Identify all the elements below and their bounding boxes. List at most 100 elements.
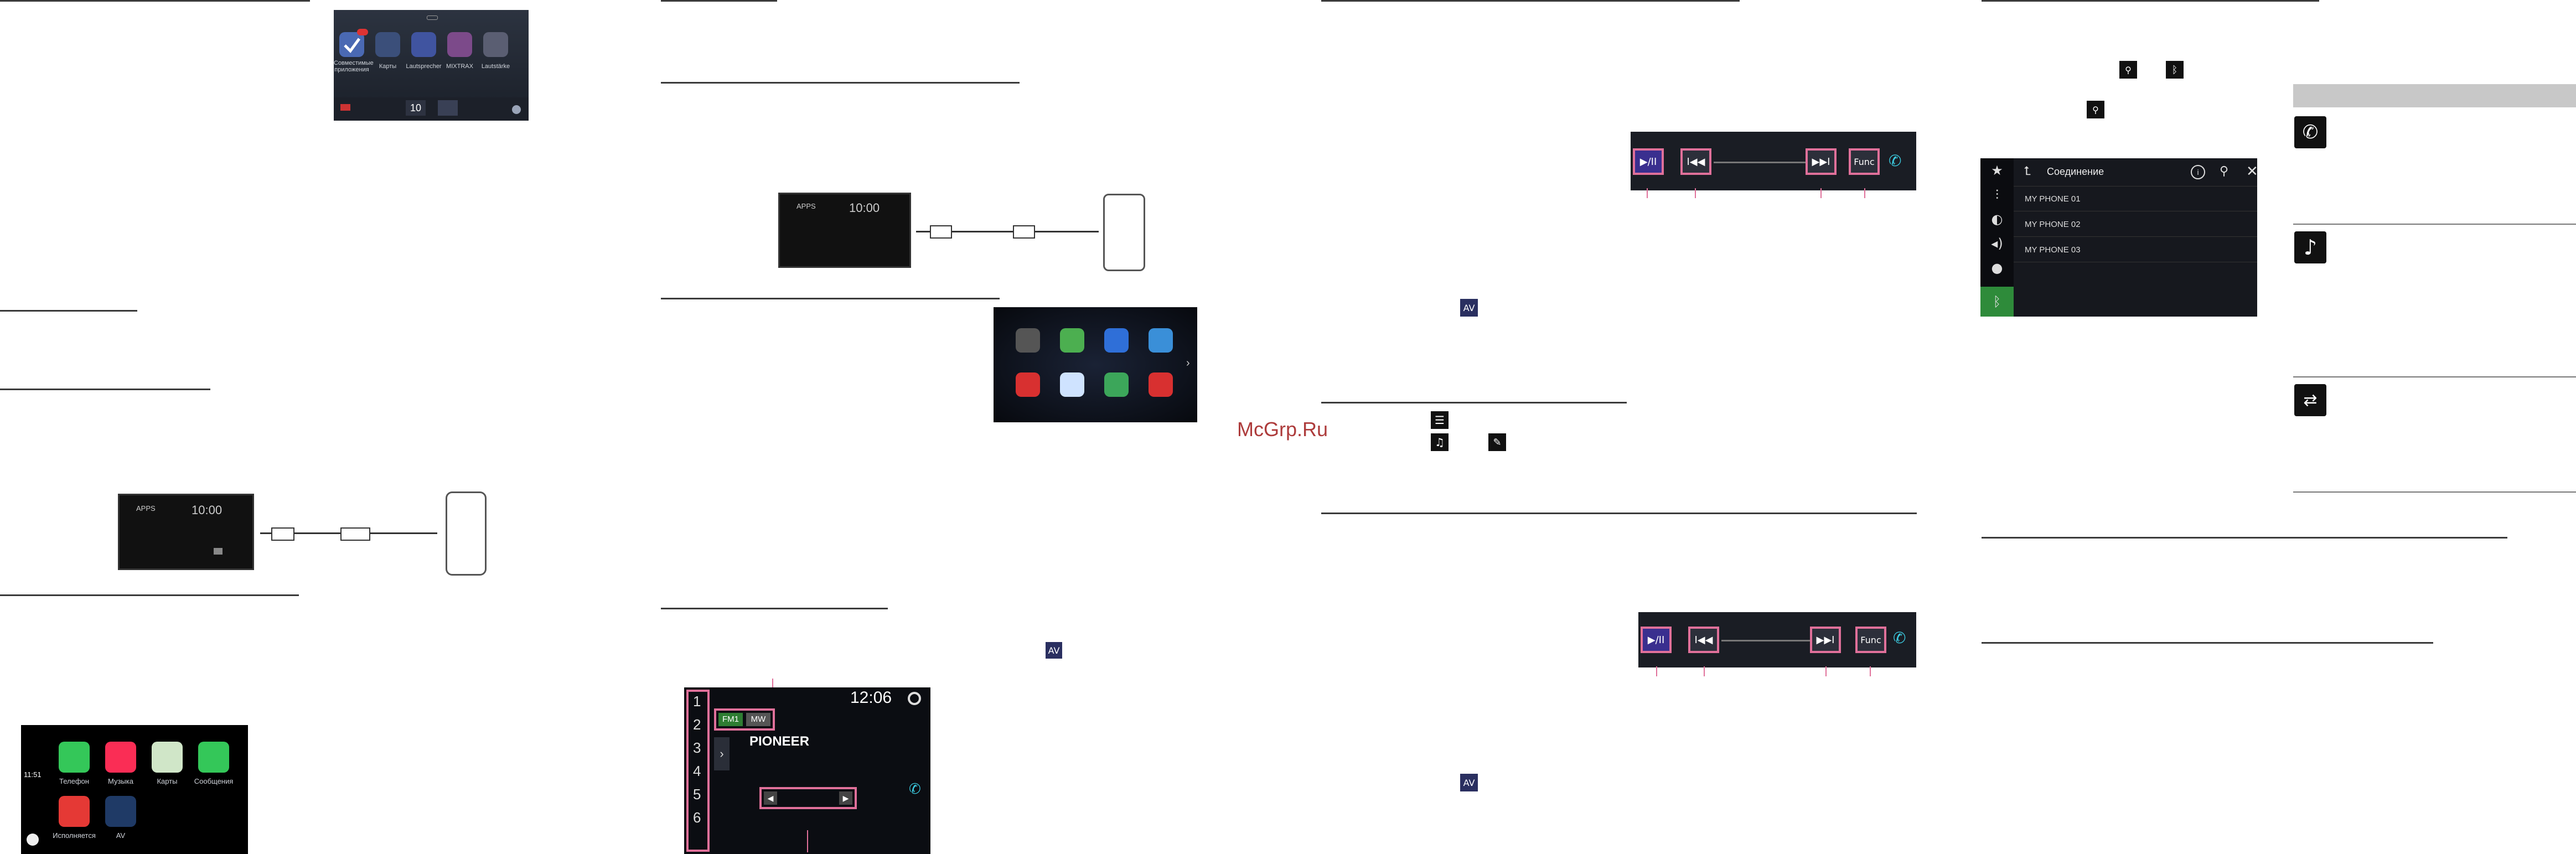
clock-tile[interactable]: 10 (406, 100, 426, 116)
section-rule (1982, 642, 2433, 644)
previous-button[interactable]: I◀◀ (1680, 148, 1711, 175)
preset-button-6[interactable]: 6 (693, 809, 701, 826)
device-row[interactable]: MY PHONE 01 (2014, 187, 2257, 211)
previous-button[interactable]: I◀◀ (1688, 627, 1719, 653)
function-button[interactable]: Func (1855, 627, 1886, 653)
adapter-icon (340, 527, 370, 541)
section-rule (0, 389, 210, 390)
preset-button-2[interactable]: 2 (693, 716, 701, 733)
bluetooth-menu-icon[interactable]: ᛒ (1980, 287, 2014, 317)
app-label: Исполняется (53, 831, 96, 840)
app-label: Lautstärke (481, 63, 510, 70)
next-button[interactable]: ▶▶I (1806, 148, 1837, 175)
phone-icon[interactable]: ✆ (1889, 152, 1902, 169)
band-mw-button[interactable]: MW (746, 713, 770, 726)
chevron-right-icon[interactable]: › (1186, 357, 1190, 369)
preset-button-5[interactable]: 5 (693, 786, 701, 803)
next-button[interactable]: ▶▶I (1810, 627, 1841, 653)
music-note-icon: ♪ (2294, 231, 2326, 263)
bottom-bar (334, 97, 529, 121)
app-label: Сообщения (194, 777, 234, 785)
app-mixtrax-icon[interactable] (447, 32, 472, 57)
head-unit: APPS 10:00 (118, 494, 254, 570)
usb-cable (916, 231, 1099, 232)
app-speakers-icon[interactable] (411, 32, 436, 57)
app-tile-icon[interactable] (1149, 372, 1173, 397)
head-unit: APPS 10:00 (778, 193, 911, 268)
function-button[interactable]: Func (1849, 148, 1880, 175)
play-pause-button[interactable]: ▶/II (1633, 148, 1664, 175)
device-list: MY PHONE 01 MY PHONE 02 MY PHONE 03 (2014, 187, 2257, 317)
home-button-icon[interactable] (27, 834, 39, 846)
back-icon[interactable]: ⮤ (2024, 164, 2031, 178)
app-maps-icon[interactable] (375, 32, 400, 57)
app-tile-icon[interactable] (1060, 372, 1084, 397)
app-compatible-icon[interactable] (339, 32, 364, 57)
section-rule (661, 0, 777, 2)
search-icon[interactable]: ⚲ (2220, 164, 2229, 178)
table-row-divider (2293, 224, 2576, 225)
app-label: AV (116, 831, 126, 840)
av-app-icon[interactable] (105, 796, 136, 827)
device-row[interactable]: MY PHONE 03 (2014, 238, 2257, 262)
close-icon[interactable]: ✕ (2246, 163, 2257, 179)
app-label: Lautsprecher (406, 63, 442, 70)
music-note-icon: ♫ (1431, 433, 1449, 451)
now-playing-icon[interactable] (59, 796, 90, 827)
av-source-icon[interactable] (340, 104, 350, 111)
callout-line (1695, 188, 1696, 198)
preset-button-1[interactable]: 1 (693, 693, 701, 710)
app-label: MIXTRAX (446, 63, 473, 70)
phone-icon[interactable]: ✆ (1893, 629, 1906, 646)
play-pause-button[interactable]: ▶/II (1641, 627, 1672, 653)
phone-icon[interactable]: ✆ (909, 780, 921, 797)
iphone-outline (446, 491, 487, 576)
info-icon[interactable]: i (2191, 165, 2205, 179)
callout-line (1870, 666, 1871, 676)
preset-panel (686, 690, 710, 852)
phone-app-icon[interactable] (59, 742, 90, 773)
app-grid-screen: › (994, 307, 1197, 422)
preset-button-3[interactable]: 3 (693, 739, 701, 756)
app-tile-icon[interactable] (1060, 328, 1084, 353)
search-icon: ⚲ (2087, 101, 2104, 118)
search-phone-icon: ⚲ (2119, 61, 2137, 79)
unit-clock: 10:00 (849, 201, 880, 215)
music-app-icon[interactable] (105, 742, 136, 773)
switch-arrows-icon: ⇄ (2294, 384, 2326, 416)
app-tile-icon[interactable] (1104, 328, 1129, 353)
av-icon: AV (1460, 299, 1478, 317)
theme-icon[interactable]: ◐ (1991, 211, 2003, 227)
phone-tile-icon[interactable] (438, 100, 458, 116)
section-rule (1321, 402, 1627, 403)
av-icon: AV (1046, 642, 1062, 659)
messages-app-icon[interactable] (198, 742, 229, 773)
status-pill (427, 15, 438, 20)
app-label: Совместимые приложения (334, 60, 374, 73)
disc-icon[interactable]: ● (1991, 260, 2003, 276)
bluetooth-icon: ᛒ (2166, 61, 2184, 79)
device-row[interactable]: MY PHONE 02 (2014, 213, 2257, 237)
volume-icon[interactable]: ◂) (1991, 236, 2003, 251)
section-rule (0, 310, 137, 312)
app-tile-icon[interactable] (1016, 328, 1040, 353)
list-icon: ☰ (1431, 411, 1449, 429)
app-tile-icon[interactable] (1104, 372, 1129, 397)
settings-dot-icon[interactable] (512, 105, 521, 114)
app-tile-icon[interactable] (1016, 372, 1040, 397)
maps-app-icon[interactable] (152, 742, 183, 773)
app-volume-icon[interactable] (483, 32, 508, 57)
unit-clock: 10:00 (192, 503, 223, 517)
seek-back-button[interactable]: ◀ (764, 791, 777, 805)
chevron-right-icon[interactable]: › (714, 737, 730, 770)
equalizer-icon[interactable]: ⫶ (1995, 187, 1999, 203)
app-label: Музыка (108, 777, 133, 785)
gear-icon[interactable] (908, 692, 921, 705)
preset-button-4[interactable]: 4 (693, 763, 701, 779)
carplay-screen: 11:51 Телефон Музыка Карты Сообщения Исп… (21, 725, 248, 854)
app-tile-icon[interactable] (1149, 328, 1173, 353)
favorites-icon[interactable]: ★ (1991, 163, 2003, 178)
seek-forward-button[interactable]: ▶ (839, 791, 852, 805)
band-fm1-button[interactable]: FM1 (718, 713, 743, 726)
side-menu: ★ ⫶ ◐ ◂) ● ᛒ (1980, 158, 2014, 317)
